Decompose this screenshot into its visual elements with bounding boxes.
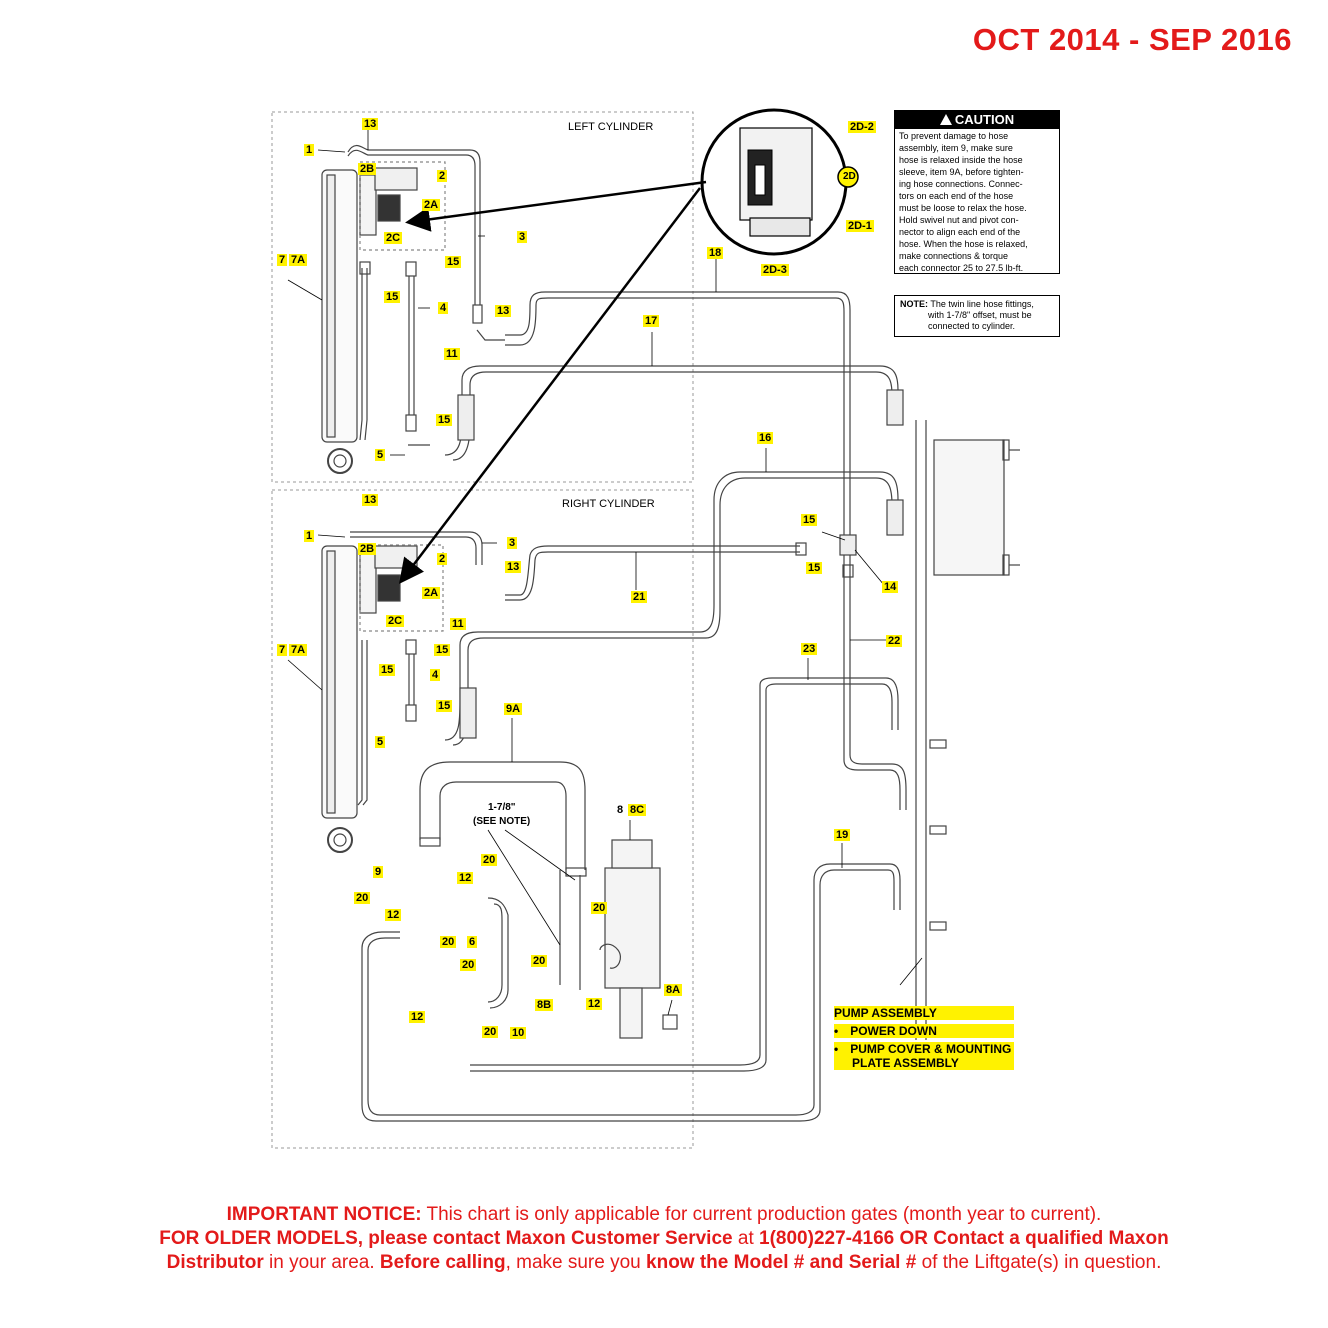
callout-2d-2: 2D-2 (848, 121, 876, 133)
callout-2: 2 (437, 553, 448, 565)
detail-bubble-2d (700, 108, 859, 256)
callout-2d-1: 2D-1 (846, 220, 874, 232)
left-cylinder (321, 144, 904, 500)
detail-arrows (398, 180, 707, 584)
caution-header: CAUTION (895, 111, 1059, 129)
right-cylinder (321, 471, 904, 853)
callout-16: 16 (757, 432, 774, 444)
callout-20: 20 (531, 955, 548, 967)
callout-7a: 7A (289, 644, 308, 656)
right-cylinder-region (271, 489, 694, 1149)
callout-2b: 2B (358, 163, 377, 175)
callout-15: 15 (806, 562, 823, 574)
pump-item-power-down: •POWER DOWN (834, 1024, 1014, 1038)
date-range: OCT 2014 - SEP 2016 (972, 22, 1292, 57)
callout-22: 22 (886, 635, 903, 647)
callout-8: 8 (617, 804, 624, 816)
callout-13: 13 (495, 305, 512, 317)
callout-20: 20 (460, 959, 477, 971)
pump-item-cover: •PUMP COVER & MOUNTING (834, 1042, 1014, 1056)
callout-20: 20 (481, 854, 498, 866)
callout-23: 23 (801, 643, 818, 655)
pump-item-cover-cont: PLATE ASSEMBLY (834, 1056, 1014, 1070)
callout-17: 17 (643, 315, 660, 327)
callout-5: 5 (375, 449, 386, 461)
callout-8b: 8B (535, 999, 554, 1011)
caution-text: To prevent damage to hose assembly, item… (899, 131, 1028, 273)
offset-note: 1-7/8" (488, 802, 516, 813)
callout-18: 18 (707, 247, 724, 259)
callout-15: 15 (379, 664, 396, 676)
note-box: NOTE: The twin line hose fittings, with … (894, 295, 1060, 337)
callout-9a: 9A (504, 703, 523, 715)
leader-lines (287, 128, 923, 1016)
callout-15: 15 (436, 414, 453, 426)
callout-13: 13 (362, 494, 379, 506)
right-cylinder-label: RIGHT CYLINDER (562, 498, 655, 510)
callout-3: 3 (517, 231, 528, 243)
callout-20: 20 (591, 902, 608, 914)
important-notice: IMPORTANT NOTICE: This chart is only app… (159, 1204, 1169, 1273)
callout-12: 12 (409, 1011, 426, 1023)
callout-4: 4 (438, 302, 449, 314)
callout-21: 21 (631, 591, 648, 603)
callout-8a: 8A (664, 984, 683, 996)
callout-1: 1 (304, 144, 315, 156)
callout-20: 20 (354, 892, 371, 904)
callout-5: 5 (375, 736, 386, 748)
left-cylinder-label: LEFT CYLINDER (568, 121, 654, 133)
callout-9: 9 (373, 866, 384, 878)
callout-10: 10 (510, 1027, 527, 1039)
callout-15: 15 (445, 256, 462, 268)
callout-11: 11 (444, 348, 460, 360)
callout-12: 12 (385, 909, 402, 921)
callout-2a: 2A (422, 587, 441, 599)
callout-2d: 2D (843, 171, 856, 182)
warning-triangle-icon (939, 114, 952, 125)
callout-2: 2 (437, 170, 448, 182)
callout-13: 13 (505, 561, 522, 573)
caution-box: CAUTION To prevent damage to hose assemb… (894, 110, 1060, 274)
pump-assembly-title: PUMP ASSEMBLY (834, 1006, 1014, 1020)
callout-8c: 8C (628, 804, 647, 816)
main-lines (361, 420, 1020, 1122)
callout-2a: 2A (422, 199, 441, 211)
callout-15: 15 (384, 291, 401, 303)
callout-4: 4 (430, 669, 441, 681)
callout-19: 19 (834, 829, 851, 841)
callout-7: 7 (277, 254, 288, 266)
callout-20: 20 (440, 936, 457, 948)
callout-7a: 7A (289, 254, 308, 266)
callout-3: 3 (507, 537, 518, 549)
callout-1: 1 (304, 530, 315, 542)
callout-2d-3: 2D-3 (761, 264, 789, 276)
offset-see-note: (SEE NOTE) (473, 816, 531, 827)
callout-15: 15 (436, 700, 453, 712)
callout-11: 11 (450, 618, 466, 630)
callout-15: 15 (801, 514, 818, 526)
callout-13: 13 (362, 118, 379, 130)
pump-section (419, 761, 678, 1039)
callout-7: 7 (277, 644, 288, 656)
callout-2b: 2B (358, 543, 377, 555)
callout-15: 15 (434, 644, 451, 656)
callout-2c: 2C (384, 232, 403, 244)
callout-12: 12 (586, 998, 603, 1010)
callout-6: 6 (467, 936, 478, 948)
callout-14: 14 (882, 581, 899, 593)
left-cylinder-region (271, 111, 694, 483)
callout-20: 20 (482, 1026, 499, 1038)
pump-assembly-list: PUMP ASSEMBLY •POWER DOWN •PUMP COVER & … (834, 1006, 1014, 1070)
callout-12: 12 (457, 872, 474, 884)
callout-2c: 2C (386, 615, 405, 627)
